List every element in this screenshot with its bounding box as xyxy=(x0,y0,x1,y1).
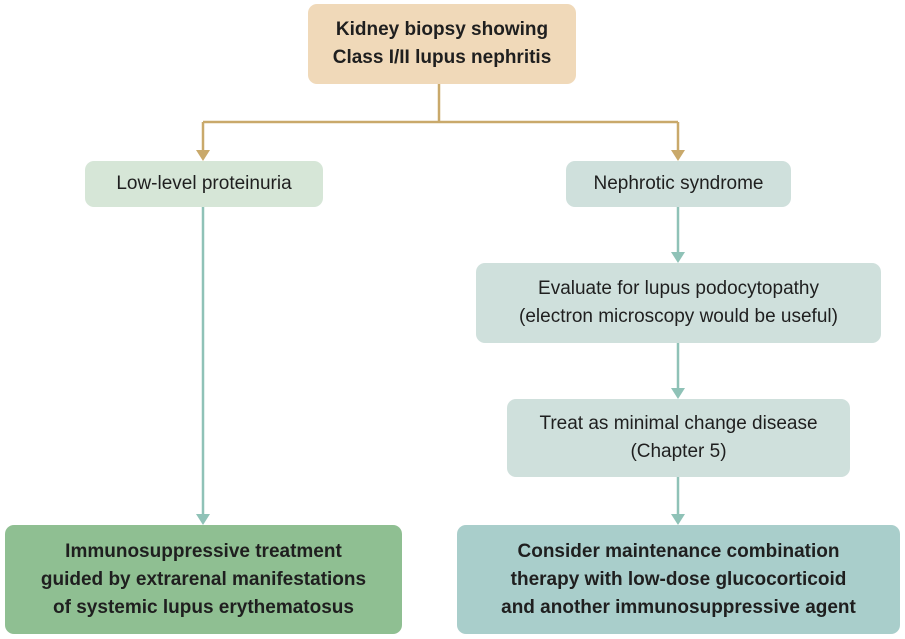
node-treat-minimal-change: Treat as minimal change disease (Chapter… xyxy=(507,399,850,477)
arrow-to-evaluate xyxy=(671,252,685,263)
node-evaluate-podocytopathy: Evaluate for lupus podocytopathy (electr… xyxy=(476,263,881,343)
arrow-to-right-outcome xyxy=(671,514,685,525)
low-proteinuria-label: Low-level proteinuria xyxy=(116,173,292,194)
treat-line-2: (Chapter 5) xyxy=(630,441,727,462)
node-nephrotic-syndrome: Nephrotic syndrome xyxy=(566,161,791,207)
right-outcome-line-3: and another immunosuppressive agent xyxy=(501,596,856,618)
root-line-2: Class I/II lupus nephritis xyxy=(332,47,552,68)
nephrotic-syndrome-label: Nephrotic syndrome xyxy=(593,173,764,194)
arrow-to-treat xyxy=(671,388,685,399)
root-node-kidney-biopsy: Kidney biopsy showing Class I/II lupus n… xyxy=(308,4,576,84)
left-outcome-line-2: guided by extrarenal manifestations xyxy=(40,568,367,590)
root-line-1: Kidney biopsy showing xyxy=(335,19,549,40)
left-outcome-line-1: Immunosuppressive treatment xyxy=(65,540,342,562)
evaluate-line-2: (electron microscopy would be useful) xyxy=(519,306,838,327)
node-maintenance-combination: Consider maintenance combination therapy… xyxy=(457,525,900,634)
node-low-level-proteinuria: Low-level proteinuria xyxy=(85,161,323,207)
arrow-to-left-outcome xyxy=(196,514,210,525)
right-outcome-line-2: therapy with low-dose glucocorticoid xyxy=(510,568,847,590)
left-outcome-line-3: of systemic lupus erythematosus xyxy=(53,596,354,618)
root-split-connector xyxy=(201,84,680,152)
node-immunosuppressive-treatment: Immunosuppressive treatment guided by ex… xyxy=(5,525,402,634)
treat-line-1: Treat as minimal change disease xyxy=(539,413,818,434)
right-outcome-line-1: Consider maintenance combination xyxy=(517,540,840,562)
arrow-to-low-proteinuria xyxy=(196,150,210,161)
evaluate-line-1: Evaluate for lupus podocytopathy xyxy=(538,278,819,299)
arrow-to-nephrotic-syndrome xyxy=(671,150,685,161)
